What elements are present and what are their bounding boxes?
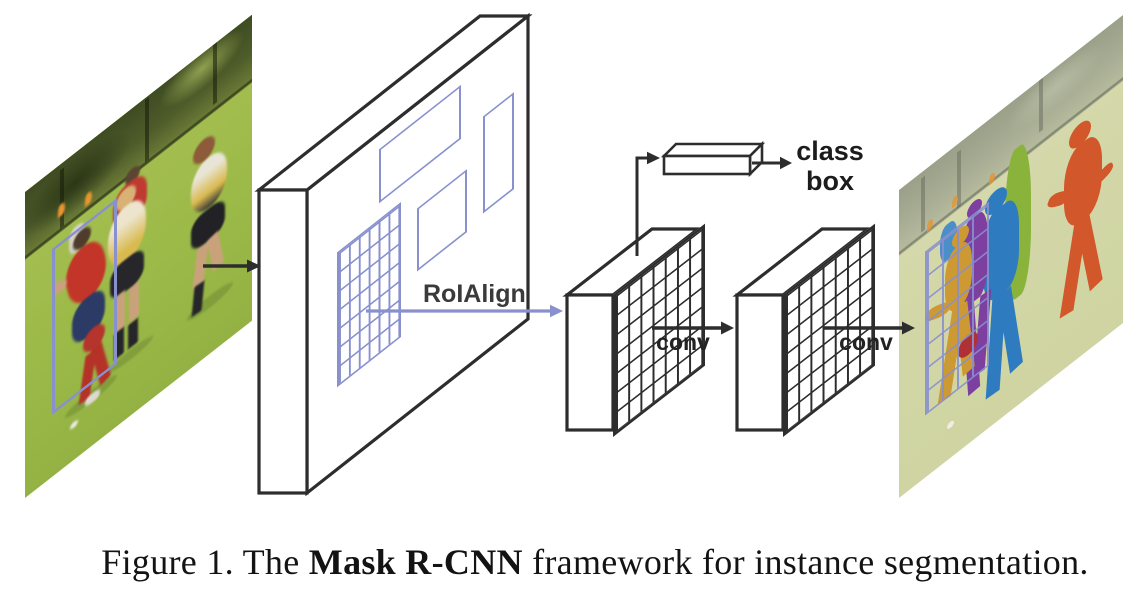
conv-label-2: conv bbox=[839, 329, 893, 355]
arrows-layer bbox=[203, 151, 915, 335]
class-branch-arrowhead bbox=[647, 151, 660, 165]
conv-arrowhead-2 bbox=[902, 321, 915, 335]
caption-prefix: Figure 1. The bbox=[101, 542, 309, 582]
fc-bar-front-face bbox=[662, 154, 752, 176]
feature-map-side-face bbox=[257, 188, 309, 495]
conv-label-1: conv bbox=[656, 329, 710, 355]
caption-bold: Mask R-CNN bbox=[308, 542, 523, 582]
diagram-linework bbox=[254, 12, 873, 497]
roialign-label: RoIAlign bbox=[423, 280, 526, 308]
head-output-labels: class box bbox=[794, 136, 866, 196]
roialign-arrowhead bbox=[550, 304, 563, 318]
figure-caption: Figure 1. The Mask R-CNN framework for i… bbox=[50, 541, 1140, 583]
class-label: class bbox=[796, 136, 864, 166]
input-arrowhead bbox=[247, 259, 261, 273]
class-branch-arrow bbox=[635, 156, 647, 256]
class-output-arrowhead bbox=[780, 156, 792, 170]
caption-suffix: framework for instance segmentation. bbox=[522, 542, 1089, 582]
conv-arrowhead-1 bbox=[721, 321, 734, 335]
box-label: box bbox=[805, 166, 854, 196]
